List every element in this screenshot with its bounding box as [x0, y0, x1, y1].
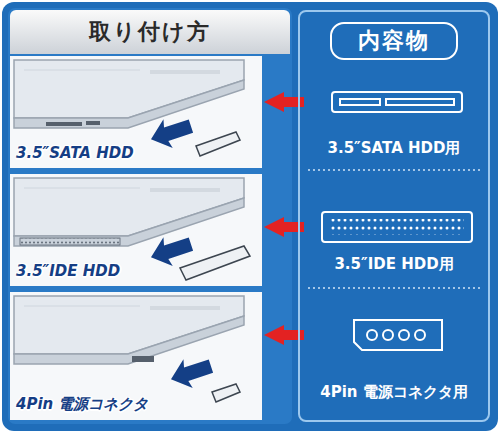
separator — [308, 169, 482, 171]
part-label: 3.5″SATA HDD — [16, 144, 134, 162]
contents-item: 3.5″IDE HDD用 — [306, 190, 482, 280]
hdd-drawing — [14, 60, 244, 156]
power-adapter — [212, 384, 240, 402]
row-ground — [10, 56, 262, 168]
header-band: 取り付け方 — [10, 10, 290, 54]
part-label: 3.5″IDE HDD用 — [334, 255, 453, 274]
sata-adapter — [196, 132, 240, 156]
separator — [308, 287, 482, 289]
install-row: 4Pin 電源コネクタ — [10, 292, 262, 420]
left-panel — [8, 8, 292, 424]
hdd-drawing — [14, 296, 244, 402]
install-row: 3.5″SATA HDD — [10, 56, 262, 168]
hdd-drawing — [14, 178, 250, 280]
row-ground — [10, 174, 262, 286]
install-row: 3.5″IDE HDD — [10, 174, 262, 286]
contents-item: 4Pin 電源コネクタ用 — [306, 308, 482, 408]
power-connector-icon — [354, 320, 442, 350]
contents-item: 3.5″SATA HDD用 — [306, 74, 482, 164]
ide-adapter — [180, 246, 250, 280]
insert-arrow — [146, 112, 195, 154]
part-label: 3.5″IDE HDD — [16, 262, 120, 280]
part-label: 4Pin 電源コネクタ — [16, 395, 148, 414]
row-ground — [10, 292, 262, 420]
insert-arrow — [166, 352, 215, 394]
insert-arrow-connector — [284, 222, 304, 232]
section-heading: 内容物 — [330, 22, 458, 60]
section-heading: 取り付け方 — [89, 17, 211, 47]
contents-panel: 内容物 3.5″SATA HDD用 3.5″IDE HDD用 4Pin 電源コネクタ用 — [298, 10, 490, 422]
insert-arrow-connector — [284, 330, 304, 340]
part-label: 4Pin 電源コネクタ用 — [320, 383, 467, 402]
insert-arrow-connector — [284, 97, 304, 107]
part-label: 3.5″SATA HDD用 — [328, 139, 461, 158]
sata-connector-icon — [332, 92, 462, 112]
ide-connector-icon — [322, 212, 472, 242]
